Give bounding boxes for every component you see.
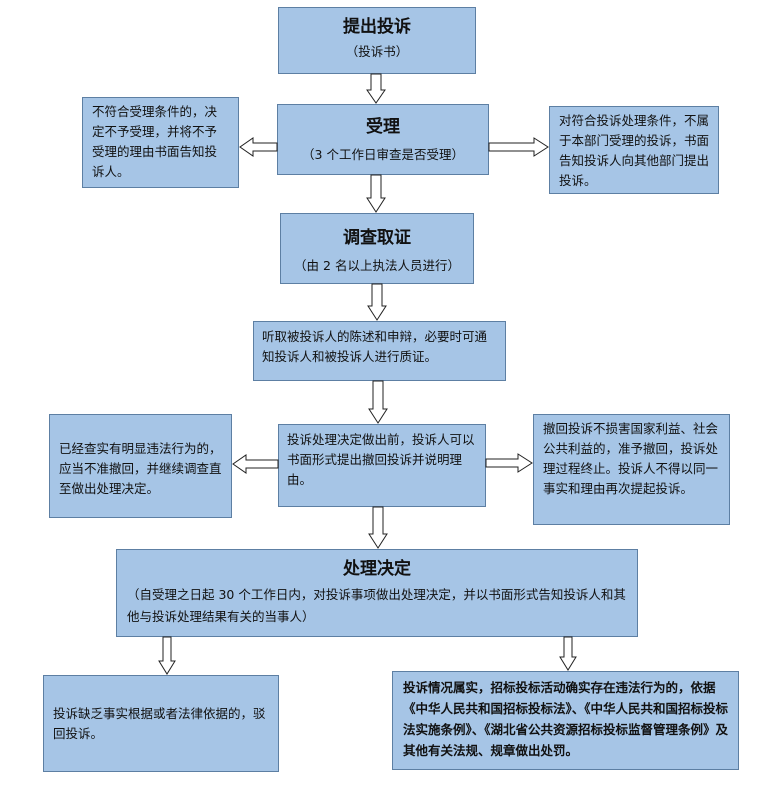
decision-box: 处理决定 （自受理之日起 30 个工作日内，对投诉事项做出处理决定，并以书面形式… [116,549,638,637]
arrow-down-decision-to-dismiss [158,636,176,675]
refer-other-department-box: 对符合投诉处理条件，不属于本部门受理的投诉，书面告知投诉人向其他部门提出投诉。 [549,106,719,194]
refer-other-department-text: 对符合投诉处理条件，不属于本部门受理的投诉，书面告知投诉人向其他部门提出投诉。 [559,113,710,188]
arrow-left-withdraw-to-denied [232,454,279,474]
decision-title: 处理决定 [343,559,411,579]
investigation-box: 调查取证 （由 2 名以上执法人员进行） [280,213,474,284]
decision-subtitle: （自受理之日起 30 个工作日内，对投诉事项做出处理决定，并以书面形式告知投诉人… [127,587,626,624]
acceptance-subtitle: （3 个工作日审查是否受理） [302,147,464,162]
arrow-down-hearing-to-withdraw [368,380,388,424]
arrow-down-withdraw-to-decision [368,506,388,549]
arrow-right-withdraw-to-allowed [485,453,533,473]
withdraw-allowed-text: 撤回投诉不损害国家利益、社会公共利益的，准予撤回，投诉处理过程终止。投诉人不得以… [543,421,719,496]
withdraw-denied-box: 已经查实有明显违法行为的，应当不准撤回，并继续调查直至做出处理决定。 [49,414,232,518]
withdraw-request-box: 投诉处理决定做出前，投诉人可以书面形式提出撤回投诉并说明理由。 [278,424,486,507]
acceptance-box: 受理 （3 个工作日审查是否受理） [277,104,489,175]
withdraw-request-text: 投诉处理决定做出前，投诉人可以书面形式提出撤回投诉并说明理由。 [287,432,475,487]
reject-acceptance-box: 不符合受理条件的，决定不予受理，并将不予受理的理由书面告知投诉人。 [82,97,239,188]
penalty-text: 投诉情况属实，招标投标活动确实存在违法行为的，依据《中华人民共和国招标投标法》、… [403,680,729,758]
dismiss-complaint-box: 投诉缺乏事实根据或者法律依据的，驳回投诉。 [43,675,279,772]
reject-acceptance-text: 不符合受理条件的，决定不予受理，并将不予受理的理由书面告知投诉人。 [92,104,218,179]
arrow-right-accept-to-refer [488,137,549,157]
arrow-down-submit-to-accept [366,73,386,104]
investigation-subtitle: （由 2 名以上执法人员进行） [294,258,460,273]
arrow-left-accept-to-reject [239,137,278,157]
hearing-text: 听取被投诉人的陈述和申辩，必要时可通知投诉人和被投诉人进行质证。 [262,329,488,364]
withdraw-denied-text: 已经查实有明显违法行为的，应当不准撤回，并继续调查直至做出处理决定。 [59,441,222,496]
submit-complaint-subtitle: （投诉书） [345,44,409,59]
dismiss-complaint-text: 投诉缺乏事实根据或者法律依据的，驳回投诉。 [53,706,266,741]
hearing-box: 听取被投诉人的陈述和申辩，必要时可通知投诉人和被投诉人进行质证。 [253,321,506,381]
arrow-down-accept-to-investigate [366,174,386,213]
acceptance-title: 受理 [366,117,400,137]
submit-complaint-title: 提出投诉 [343,17,411,37]
penalty-box: 投诉情况属实，招标投标活动确实存在违法行为的，依据《中华人民共和国招标投标法》、… [392,671,739,770]
investigation-title: 调查取证 [343,228,411,248]
arrow-down-decision-to-penalty [559,636,577,671]
arrow-down-investigate-to-hearing [367,283,387,321]
withdraw-allowed-box: 撤回投诉不损害国家利益、社会公共利益的，准予撤回，投诉处理过程终止。投诉人不得以… [533,414,730,525]
submit-complaint-box: 提出投诉 （投诉书） [278,7,476,74]
